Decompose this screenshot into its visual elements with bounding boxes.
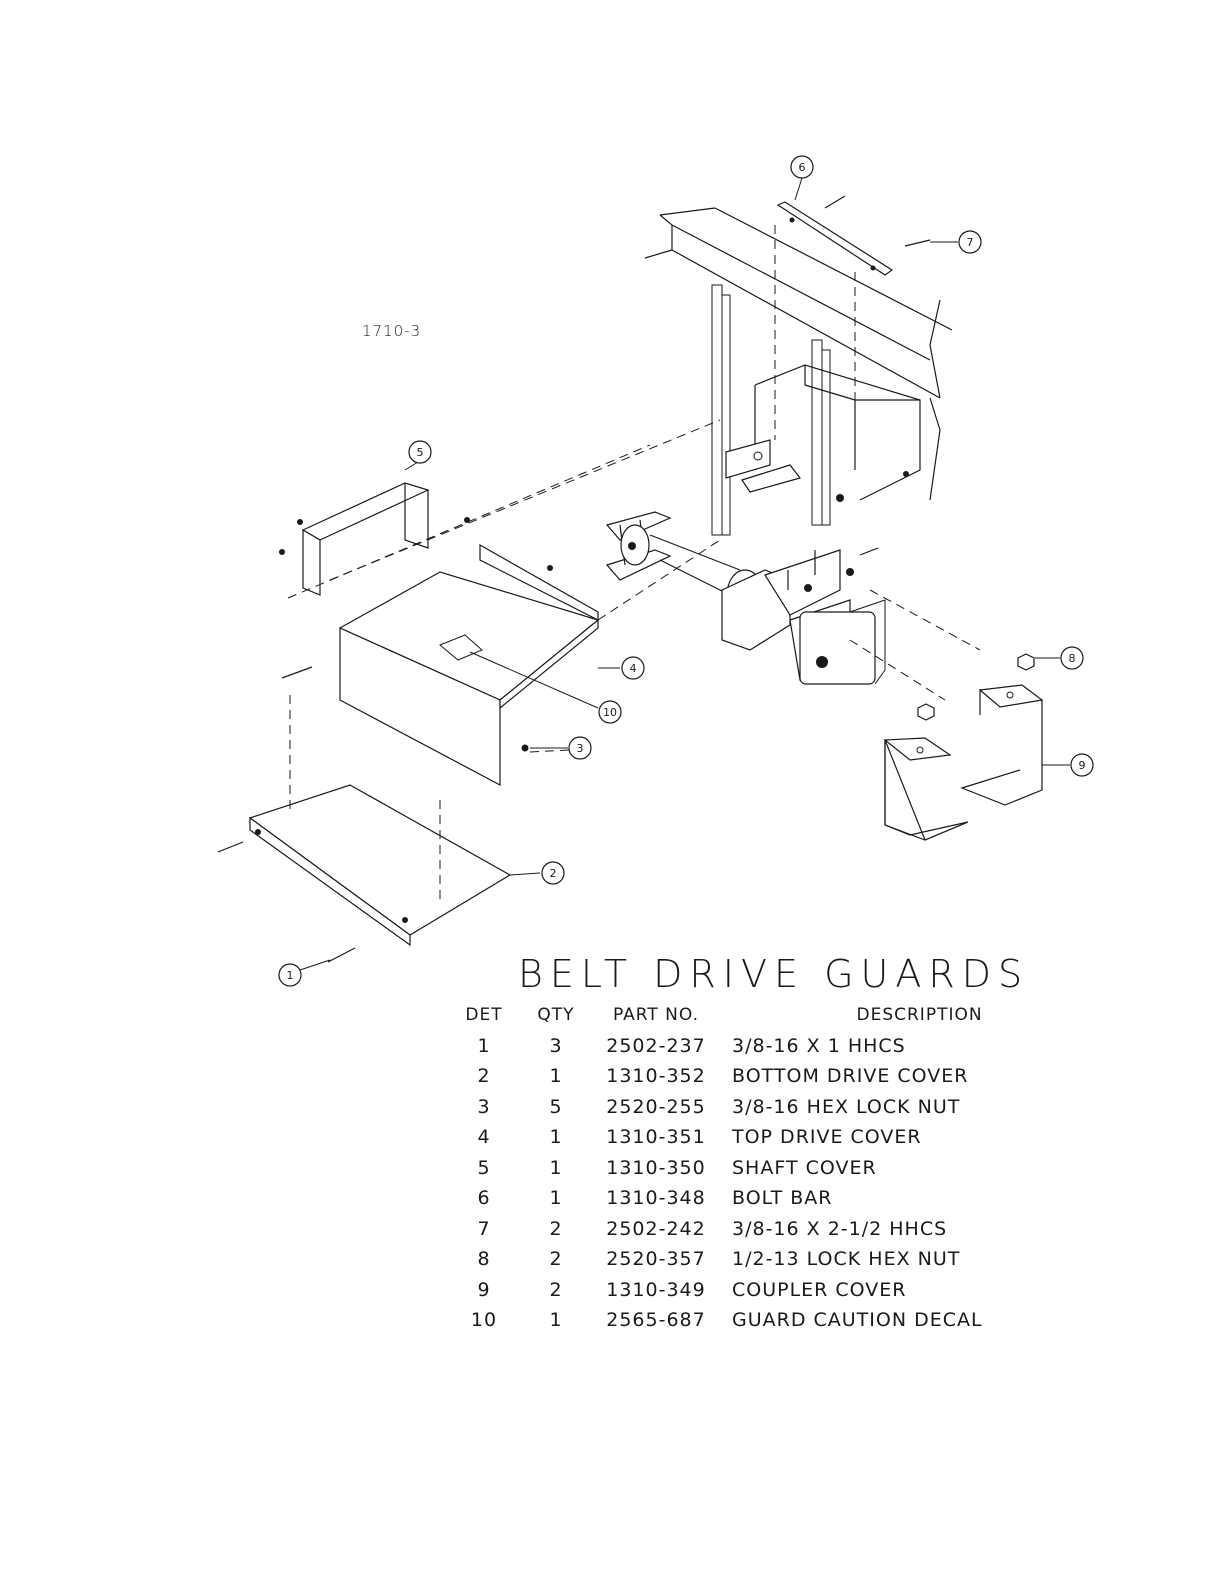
caution-decal-10 [439, 634, 483, 661]
cell-det: 3 [477, 1095, 491, 1118]
table-row: 8 2 2520-357 1/2-13 LOCK HEX NUT [448, 1244, 983, 1275]
cell-part-no: 2520-357 [606, 1248, 706, 1271]
callout-9: 9 [1070, 753, 1094, 777]
cell-det: 2 [477, 1065, 491, 1088]
cell-qty: 3 [549, 1034, 563, 1057]
cell-description: 1/2-13 LOCK HEX NUT [732, 1248, 961, 1271]
cell-description: 3/8-16 X 1 HHCS [732, 1034, 906, 1057]
cell-description: 3/8-16 X 2-1/2 HHCS [732, 1217, 948, 1240]
svg-text:6: 6 [799, 161, 806, 174]
cell-part-no: 2520-255 [606, 1095, 706, 1118]
header-det: DET [465, 1005, 503, 1026]
bottom-drive-cover-2 [248, 784, 512, 947]
callout-6: 6 [790, 155, 814, 179]
svg-text:2: 2 [550, 867, 557, 880]
callout-3: 3 [568, 736, 592, 760]
assembly-lines [287, 225, 981, 905]
svg-text:1: 1 [287, 969, 294, 982]
drawing-number: 1710-3 [362, 322, 422, 340]
cell-qty: 1 [549, 1065, 563, 1088]
cell-det: 1 [477, 1034, 491, 1057]
table-row: 4 1 1310-351 TOP DRIVE COVER [448, 1122, 983, 1153]
cell-qty: 1 [549, 1187, 563, 1210]
cell-part-no: 1310-352 [606, 1065, 706, 1088]
cell-description: BOTTOM DRIVE COVER [732, 1065, 969, 1088]
table-row: 2 1 1310-352 BOTTOM DRIVE COVER [448, 1061, 983, 1092]
cell-description: 3/8-16 HEX LOCK NUT [732, 1095, 961, 1118]
table-row: 7 2 2502-242 3/8-16 X 2-1/2 HHCS [448, 1214, 983, 1245]
cell-det: 10 [470, 1309, 498, 1332]
cell-part-no: 2502-237 [606, 1034, 706, 1057]
cell-part-no: 2565-687 [606, 1309, 706, 1332]
table-row: 10 1 2565-687 GUARD CAUTION DECAL [448, 1305, 983, 1336]
callouts: 1 2 3 4 5 6 7 8 9 10 [278, 155, 1094, 987]
callout-1: 1 [278, 963, 302, 987]
top-drive-cover-4 [338, 517, 600, 786]
svg-text:5: 5 [417, 446, 424, 459]
callout-10: 10 [598, 700, 622, 724]
shaft-cover-5 [279, 482, 430, 596]
cell-part-no: 1310-349 [606, 1278, 706, 1301]
svg-text:7: 7 [967, 236, 974, 249]
table-row: 6 1 1310-348 BOLT BAR [448, 1183, 983, 1214]
svg-text:4: 4 [630, 662, 637, 675]
bolt-bar-6 [776, 195, 931, 276]
cell-det: 6 [477, 1187, 491, 1210]
table-row: 5 1 1310-350 SHAFT COVER [448, 1153, 983, 1184]
parts-table-header: DET QTY PART NO. DESCRIPTION [448, 1000, 983, 1031]
svg-text:3: 3 [577, 742, 584, 755]
table-row: 1 3 2502-237 3/8-16 X 1 HHCS [448, 1031, 983, 1062]
cell-part-no: 2502-242 [606, 1217, 706, 1240]
cell-det: 4 [477, 1126, 491, 1149]
cell-qty: 1 [549, 1309, 563, 1332]
cell-qty: 5 [549, 1095, 563, 1118]
cell-det: 7 [477, 1217, 491, 1240]
cell-qty: 2 [549, 1217, 563, 1240]
callout-5: 5 [408, 440, 432, 464]
header-description: DESCRIPTION [856, 1005, 983, 1026]
svg-text:8: 8 [1069, 652, 1076, 665]
cell-description: SHAFT COVER [732, 1156, 877, 1179]
coupler-covers-9 [883, 684, 1044, 841]
cell-description: COUPLER COVER [732, 1278, 907, 1301]
cell-part-no: 1310-351 [606, 1126, 706, 1149]
cell-qty: 2 [549, 1278, 563, 1301]
svg-text:10: 10 [603, 706, 617, 719]
parts-table: DET QTY PART NO. DESCRIPTION 1 3 2502-23… [448, 1000, 983, 1336]
cell-description: TOP DRIVE COVER [732, 1126, 922, 1149]
header-part-no: PART NO. [613, 1005, 699, 1026]
svg-text:9: 9 [1079, 759, 1086, 772]
drawing-title: BELT DRIVE GUARDS [518, 952, 1030, 996]
cell-description: BOLT BAR [732, 1187, 833, 1210]
table-row: 3 5 2520-255 3/8-16 HEX LOCK NUT [448, 1092, 983, 1123]
cell-qty: 1 [549, 1126, 563, 1149]
cell-det: 5 [477, 1156, 491, 1179]
cell-det: 9 [477, 1278, 491, 1301]
cell-qty: 1 [549, 1156, 563, 1179]
table-row: 9 2 1310-349 COUPLER COVER [448, 1275, 983, 1306]
cell-qty: 2 [549, 1248, 563, 1271]
cell-det: 8 [477, 1248, 491, 1271]
callout-8: 8 [1060, 646, 1084, 670]
fasteners [217, 653, 1035, 963]
cell-part-no: 1310-348 [606, 1187, 706, 1210]
cell-part-no: 1310-350 [606, 1156, 706, 1179]
drive-shaft-and-pump [605, 511, 886, 685]
callout-2: 2 [541, 861, 565, 885]
cell-description: GUARD CAUTION DECAL [732, 1309, 983, 1332]
header-qty: QTY [537, 1005, 575, 1026]
conveyor-frame [644, 207, 953, 536]
callout-4: 4 [621, 656, 645, 680]
callout-7: 7 [958, 230, 982, 254]
